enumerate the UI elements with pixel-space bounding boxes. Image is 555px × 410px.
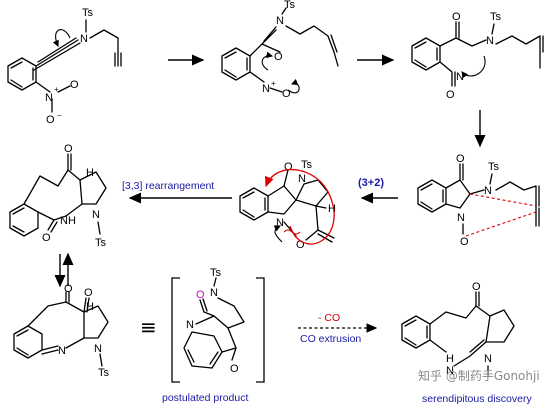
rearranged-n-atom: N <box>92 209 100 221</box>
ts-group-label-5: Ts <box>301 159 313 171</box>
final-h-atom: H <box>446 353 454 365</box>
bridge-ketone-o: O <box>64 283 73 295</box>
rearranged-amide-o: O <box>42 232 51 244</box>
postulated-n-atom: N <box>210 287 218 299</box>
n-plus-atom: N <box>262 83 270 95</box>
watermark-text: 知乎 @制药手Gonohji <box>418 369 540 383</box>
ts-group-label-7: Ts <box>98 367 110 379</box>
ts-group-label-8: Ts <box>210 267 222 279</box>
charge-minus: − <box>57 111 62 120</box>
charge-plus-2: + <box>271 79 276 88</box>
ts-group-label-6: Ts <box>95 237 107 249</box>
nitro-o-atom: O <box>46 114 55 126</box>
postulated-product-label: postulated product <box>162 392 248 404</box>
ts-group-label-4: Ts <box>488 161 500 173</box>
final-ketone-o: O <box>472 281 481 293</box>
molecule-final-product: O H N N <box>401 281 515 377</box>
cyclic-o-atom: O <box>284 161 293 173</box>
rearranged-h-atom: H <box>86 167 94 179</box>
nitroso-o-atom: O <box>446 89 455 101</box>
nitro-n-atom: N <box>45 92 53 104</box>
amine-n-atom-4: N <box>484 185 492 197</box>
postulated-bridge-n: N <box>186 319 194 331</box>
ring-h-atom: H <box>328 203 336 215</box>
serendipitous-label: serendipitous discovery <box>422 393 532 405</box>
ketone-o-atom: O <box>452 11 461 23</box>
molecule-bridged-imine: O O H N N Ts <box>13 283 110 379</box>
ts-group-label: Ts <box>82 7 94 19</box>
bridge-pyrrolidine-n: N <box>94 343 102 355</box>
pyrrolidine-n-atom: N <box>298 173 306 185</box>
bracket-left <box>171 277 180 383</box>
rearrangement-label: [3,3] rearrangement <box>122 180 214 192</box>
equivalence-symbol: ≡ <box>140 315 157 339</box>
final-pyrrolidine-n: N <box>484 353 492 365</box>
nitrone-n-atom: N <box>457 212 465 224</box>
bridge-h-atom: H <box>86 301 94 313</box>
ring-o-atom: O <box>274 51 283 63</box>
ts-group-label-3: Ts <box>490 11 502 23</box>
isatogen-o-atom: O <box>456 153 465 165</box>
bracket-right <box>256 277 265 383</box>
nitrone-o-atom: O <box>460 236 469 248</box>
amide-n-atom: N <box>80 33 88 45</box>
isoxazolidine-n-atom: N <box>276 217 284 229</box>
molecule-cycloadduct: O Ts N H N O <box>239 159 336 251</box>
bond-break-wavy <box>283 229 301 235</box>
final-nh-n-atom: N <box>446 365 454 377</box>
molecule-nitrone: O N O N Ts <box>417 153 540 248</box>
isoxazolidine-o-atom: O <box>296 239 305 251</box>
molecule-ynamide: N + O − O N Ts <box>7 7 122 126</box>
molecule-isoxazole-n-oxide: O N + O N Ts <box>221 0 339 100</box>
loss-co-label: - CO <box>318 312 340 324</box>
nitroso-n-atom: N <box>456 71 464 83</box>
amine-n-atom: N <box>486 35 494 47</box>
n-oxide-o-atom: O <box>282 88 291 100</box>
rearranged-nh: NH <box>60 215 76 227</box>
molecule-nitroso-ketone: O N Ts O N <box>411 11 544 101</box>
postulated-ketone-o: O <box>230 363 239 375</box>
ts-group-label-2: Ts <box>284 0 296 11</box>
bridge-o-atom: O <box>84 287 93 299</box>
co-extrusion-label: CO extrusion <box>300 333 361 345</box>
nitro-o2-atom: O <box>70 79 79 91</box>
molecule-postulated-bracketed: O N Ts N O <box>171 267 265 383</box>
imine-n-atom: N <box>58 345 66 357</box>
enamine-n-atom: N <box>276 15 284 27</box>
equilibrium-arrows <box>54 252 74 288</box>
rearranged-ketone-o: O <box>64 143 73 155</box>
molecule-rearranged: O H N Ts NH O <box>9 143 107 249</box>
cycloaddition-label: (3+2) <box>358 177 384 189</box>
postulated-amide-o: O <box>196 289 205 301</box>
charge-plus: + <box>54 85 59 94</box>
